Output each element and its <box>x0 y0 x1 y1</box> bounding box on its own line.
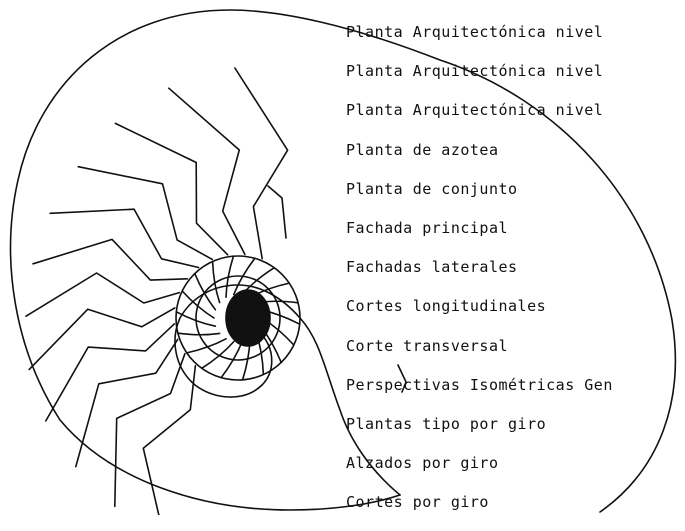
whorl-mark <box>268 186 286 238</box>
list-item: Planta Arquitectónica nivel <box>346 22 613 61</box>
septum <box>76 339 178 466</box>
septum <box>169 88 245 254</box>
septum <box>235 68 288 259</box>
list-item: Fachada principal <box>346 218 613 257</box>
drawing-list: Planta Arquitectónica nivel Planta Arqui… <box>346 22 613 531</box>
septum <box>46 324 175 421</box>
list-item: Plantas tipo por giro <box>346 414 613 453</box>
list-item: Perspectivas Isométricas Gen <box>346 375 613 414</box>
list-item: Planta Arquitectónica nivel <box>346 100 613 139</box>
list-item: Cortes por giro <box>346 492 613 531</box>
nautilus-diagram: Planta Arquitectónica nivel Planta Arqui… <box>0 0 685 515</box>
list-item: Cortes longitudinales <box>346 296 613 335</box>
list-item: Fachadas laterales <box>346 257 613 296</box>
septum <box>143 366 195 515</box>
septum <box>115 123 227 254</box>
list-item: Planta de azotea <box>346 140 613 179</box>
septum <box>78 167 212 260</box>
list-item: Corte transversal <box>346 336 613 375</box>
septum <box>29 308 175 370</box>
list-item: Planta Arquitectónica nivel <box>346 61 613 100</box>
list-item: Planta de conjunto <box>346 179 613 218</box>
list-item: Alzados por giro <box>346 453 613 492</box>
